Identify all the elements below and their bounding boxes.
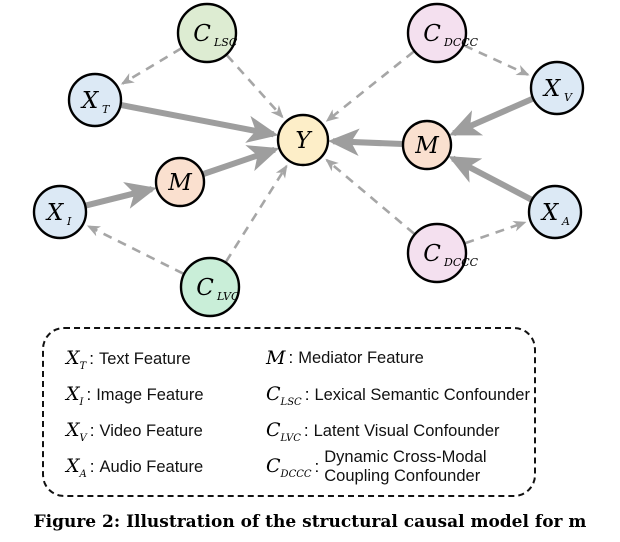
edge-dccc-bottom-to-outcome [325, 158, 415, 235]
node-image-feature-circle[interactable] [32, 184, 88, 240]
edge-image-to-mediator [84, 182, 157, 209]
node-outcome-circle[interactable] [276, 113, 330, 167]
legend-symbol-subscript: T [79, 360, 87, 372]
edge-lvc-to-outcome [224, 164, 288, 263]
legend-item-right-2: CLVC:Latent Visual Confounder [266, 419, 500, 444]
node-outcome[interactable]: Y [276, 113, 330, 167]
legend-symbol: M [266, 347, 286, 369]
edge-dccc-top-to-video [463, 44, 530, 76]
edge-audio-to-mediator [448, 155, 534, 203]
legend-symbol: CLVC [266, 419, 301, 444]
legend-description: Lexical Semantic Confounder [314, 385, 530, 404]
legend-item-left-1: XI:Image Feature [66, 383, 204, 408]
legend-colon: : [89, 349, 94, 369]
node-latent-visual-confounder-circle[interactable] [179, 256, 241, 318]
legend-description: Audio Feature [99, 457, 204, 476]
node-dynamic-confounder-bottom-circle[interactable] [406, 222, 468, 284]
legend-colon: : [303, 421, 309, 441]
confounding-edge-group [86, 44, 530, 275]
legend-description: Mediator Feature [298, 348, 424, 367]
legend-colon: : [89, 457, 95, 477]
causal-edge-group [84, 95, 535, 209]
legend-description: Dynamic Cross-Modal Coupling Confounder [324, 448, 487, 485]
legend-item-right-1: CLSC:Lexical Semantic Confounder [266, 383, 530, 408]
node-mediator-right[interactable]: M [401, 119, 453, 171]
edge-text-to-outcome [119, 101, 279, 143]
legend-colon: : [86, 385, 92, 405]
legend-item-right-0: M:Mediator Feature [266, 347, 424, 369]
node-video-feature-circle[interactable] [529, 60, 585, 116]
legend-symbol-subscript: V [79, 432, 87, 444]
legend-item-left-3: XA:Audio Feature [66, 455, 203, 480]
legend-symbol: CDCCC [266, 454, 312, 480]
legend-symbol: XT [66, 347, 87, 372]
node-lexical-semantic-confounder-circle[interactable] [176, 2, 238, 64]
legend-colon: : [89, 421, 95, 441]
edge-lvc-to-image [86, 225, 184, 275]
edge-dccc-top-to-outcome [325, 50, 415, 122]
legend-symbol-subscript: LVC [280, 432, 301, 444]
node-mediator-left[interactable]: M [154, 156, 206, 208]
legend-symbol-subscript: DCCC [280, 468, 312, 480]
legend-description: Video Feature [99, 421, 203, 440]
legend-item-left-2: XV:Video Feature [66, 419, 203, 444]
legend-symbol: XV [66, 419, 87, 444]
node-dynamic-confounder-top-circle[interactable] [406, 2, 468, 64]
legend-colon: : [288, 348, 294, 367]
legend-colon: : [314, 456, 320, 476]
node-audio-feature-circle[interactable] [527, 184, 583, 240]
edge-lsc-to-text [120, 47, 182, 85]
node-mediator-right-circle[interactable] [401, 119, 453, 171]
legend-symbol-subscript: LSC [280, 396, 302, 408]
node-mediator-left-circle[interactable] [154, 156, 206, 208]
legend-colon: : [304, 385, 310, 405]
legend-symbol: XA [66, 455, 87, 480]
edge-dccc-bottom-to-audio [464, 221, 527, 245]
legend-symbol-subscript: I [79, 396, 84, 408]
legend-symbol: CLSC [266, 383, 302, 408]
edge-mediator-left-to-outcome [201, 145, 280, 178]
legend-description: Text Feature [98, 349, 191, 368]
legend-item-left-0: XT:Text Feature [66, 347, 191, 372]
legend-description: Latent Visual Confounder [313, 421, 500, 440]
legend-item-right-3: CDCCC:Dynamic Cross-Modal Coupling Confo… [266, 448, 509, 486]
figure-caption: Figure 2: Illustration of the structural… [33, 512, 587, 532]
node-text-feature-circle[interactable] [67, 72, 123, 128]
legend-symbol: XI [66, 383, 84, 408]
edge-lsc-to-outcome [226, 54, 284, 119]
edge-mediator-right-to-outcome [327, 128, 404, 156]
legend-description: Image Feature [96, 385, 204, 404]
legend-symbol-subscript: A [79, 468, 87, 480]
edge-video-to-mediator [448, 95, 535, 137]
